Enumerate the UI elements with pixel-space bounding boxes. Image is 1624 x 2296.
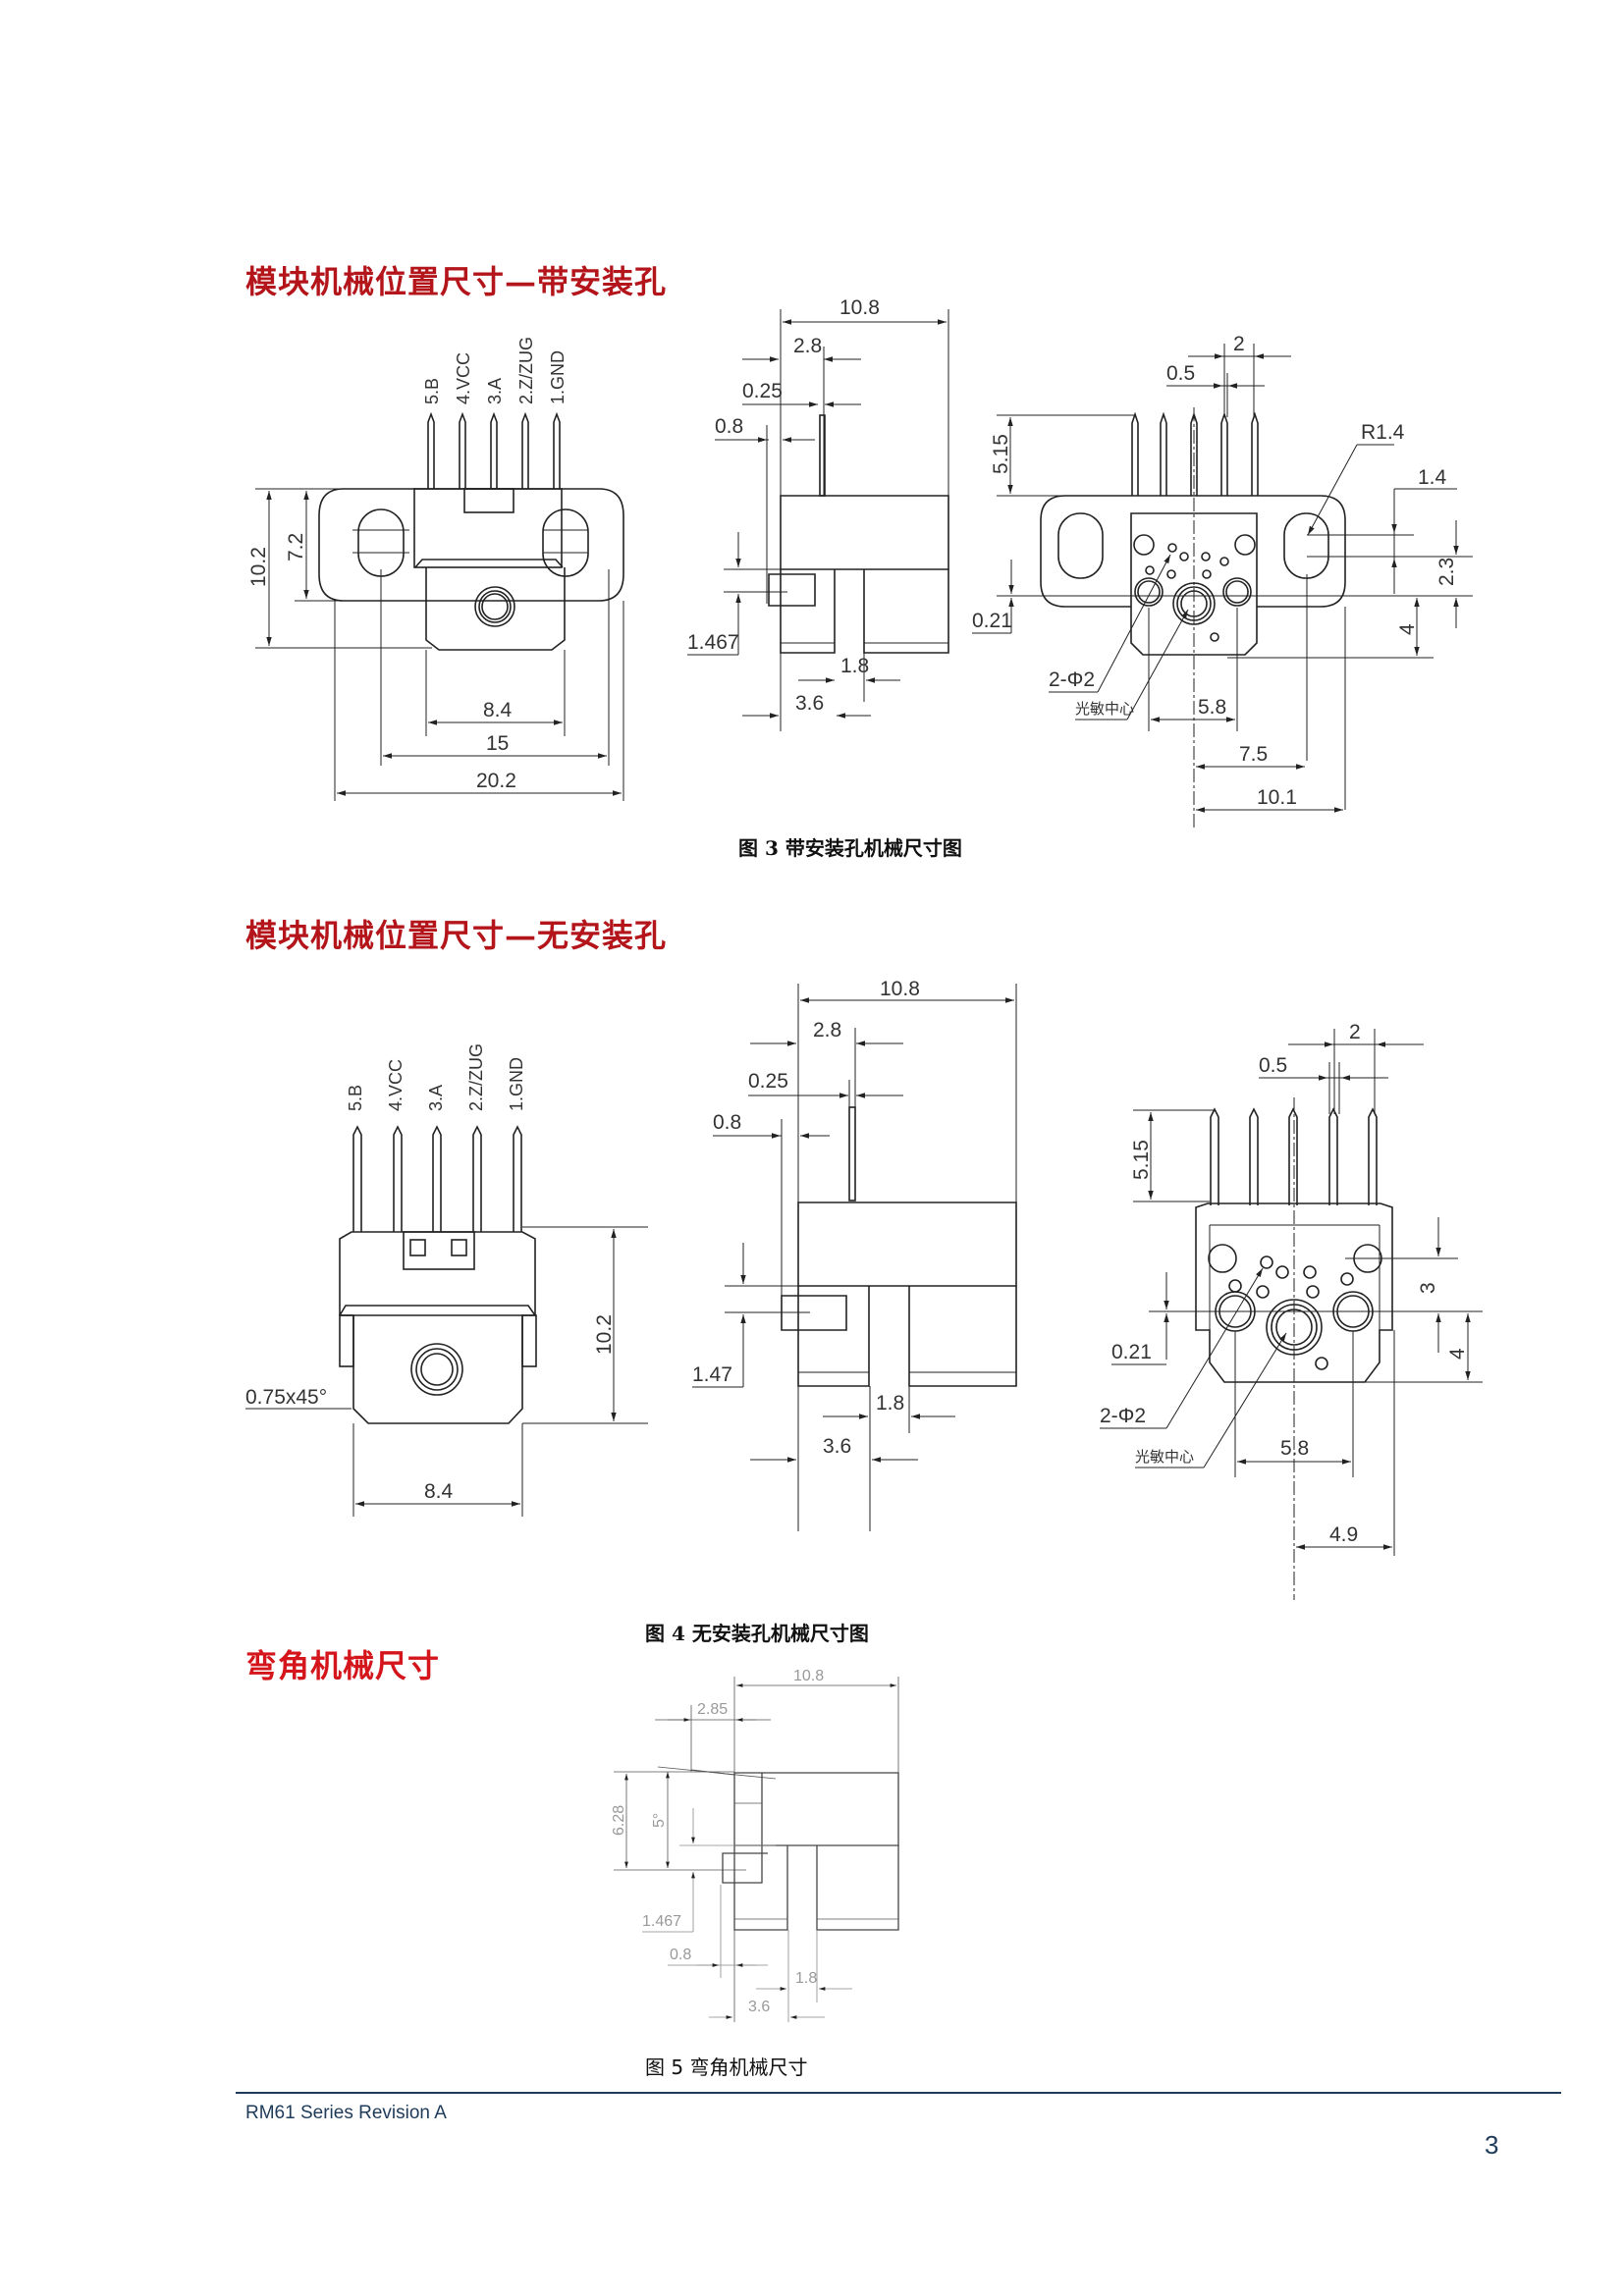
dim-back-5-15: 5.15	[1130, 1140, 1153, 1180]
dim-bend-3-6: 3.6	[748, 1999, 770, 2015]
dim-bend-1-467: 1.467	[642, 1913, 681, 1930]
dim-back-holes-2-phi-2: 2-Φ2	[1100, 1405, 1146, 1427]
fig3-back-view: 2 0.5 5.15 1.4 2.3 4 R1.4 0.21 2-Φ2 光	[972, 333, 1473, 829]
pin-labels: 5.B 4.VCC 3.A 2.Z/ZUG 1.GND	[422, 337, 568, 404]
dim-side-3-6: 3.6	[823, 1435, 851, 1458]
pin-label-1: 1.GND	[548, 350, 568, 404]
dim-side-1-47: 1.47	[692, 1363, 732, 1386]
fig3-front-view: 5.B 4.VCC 3.A 2.Z/ZUG 1.GND 10.2 7.2 8.4…	[247, 337, 624, 801]
fig3-side-view: 10.8 2.8 0.25 0.8 1.467 1.8 3.6	[687, 296, 949, 731]
dim-side-10-8: 10.8	[880, 978, 920, 1000]
figure-5-caption: 图 5 弯角机械尺寸	[645, 2056, 808, 2079]
dim-back-0-21: 0.21	[972, 610, 1012, 632]
dim-bend-angle-5deg: 5°	[651, 1813, 668, 1828]
dim-back-4-9: 4.9	[1329, 1523, 1358, 1546]
section-heading-with-mounting-holes: 模块机械位置尺寸—带安装孔	[245, 263, 668, 300]
dim-bend-1-8: 1.8	[795, 1970, 817, 1987]
back-pins	[1210, 1107, 1378, 1205]
dim-width-15: 15	[486, 732, 509, 755]
fig4-back-view: 2 0.5 5.15 3 4 0.21 2-Φ2 光敏中心 5.8 4.9	[1100, 1021, 1483, 1600]
dim-height-10-2: 10.2	[247, 547, 270, 587]
dim-bend-6-28: 6.28	[611, 1805, 627, 1836]
section-heading-without-mounting-holes: 模块机械位置尺寸—无安装孔	[245, 917, 668, 954]
dim-back-10-1: 10.1	[1257, 786, 1297, 809]
fig5-right-angle-view: 10.8 2.85 6.28 5° 1.467 0.8 1.8 3.6	[611, 1668, 899, 2022]
dim-height-10-2: 10.2	[593, 1314, 616, 1355]
dim-side-0-8: 0.8	[713, 1111, 741, 1134]
dim-side-10-8: 10.8	[839, 296, 880, 319]
dim-width-20-2: 20.2	[476, 770, 516, 792]
dim-back-radius-r1-4: R1.4	[1361, 421, 1405, 444]
dim-back-0-21: 0.21	[1111, 1341, 1152, 1363]
dim-back-4: 4	[1446, 1348, 1469, 1360]
pins	[352, 1125, 522, 1232]
pin-label-1: 1.GND	[507, 1057, 526, 1111]
pin-label-4: 4.VCC	[386, 1059, 406, 1111]
dim-back-7-5: 7.5	[1239, 743, 1268, 766]
section-heading-right-angle: 弯角机械尺寸	[245, 1647, 441, 1684]
footer-document-title: RM61 Series Revision A	[245, 2103, 447, 2123]
fig4-side-view: 10.8 2.8 0.25 0.8 1.47 1.8 3.6	[692, 978, 1017, 1531]
dim-width-8-4: 8.4	[483, 699, 513, 721]
dim-back-5-8: 5.8	[1198, 696, 1226, 719]
footer-divider	[236, 2092, 1561, 2094]
back-pins	[1131, 411, 1259, 496]
page-number: 3	[1485, 2130, 1499, 2160]
dim-back-pin-0-5: 0.5	[1259, 1054, 1287, 1077]
dim-side-1-8: 1.8	[840, 655, 869, 677]
dim-side-0-8: 0.8	[715, 415, 743, 438]
dim-side-2-8: 2.8	[793, 335, 822, 357]
dim-back-holes-2-phi-2: 2-Φ2	[1049, 668, 1095, 691]
pin-label-2: 2.Z/ZUG	[516, 337, 536, 404]
dim-bend-0-8: 0.8	[670, 1947, 691, 1963]
dim-back-5-8: 5.8	[1280, 1437, 1309, 1460]
pin-label-2: 2.Z/ZUG	[466, 1043, 486, 1111]
pins	[427, 411, 561, 489]
figure-4-caption: 图 4 无安装孔机械尺寸图	[645, 1622, 869, 1645]
dim-back-pitch-2: 2	[1349, 1021, 1361, 1043]
pin-label-5: 5.B	[422, 378, 442, 404]
pin-label-5: 5.B	[346, 1085, 365, 1111]
pin-label-3: 3.A	[485, 378, 505, 404]
dim-back-5-15: 5.15	[990, 434, 1012, 474]
dim-width-8-4: 8.4	[424, 1480, 454, 1503]
dim-side-0-25: 0.25	[748, 1070, 788, 1093]
label-sensor-center: 光敏中心	[1075, 701, 1134, 718]
dim-back-pitch-2: 2	[1233, 333, 1245, 355]
dim-back-3: 3	[1417, 1282, 1439, 1294]
dim-side-1-8: 1.8	[876, 1392, 904, 1415]
label-sensor-center: 光敏中心	[1135, 1449, 1194, 1466]
dim-back-4: 4	[1396, 623, 1419, 635]
dim-side-2-8: 2.8	[813, 1019, 841, 1041]
dim-side-1-467: 1.467	[687, 631, 739, 654]
dim-back-pin-0-5: 0.5	[1166, 362, 1195, 385]
dim-bend-10-8: 10.8	[793, 1668, 824, 1684]
dim-side-0-25: 0.25	[742, 380, 783, 402]
figure-3-caption: 图 3 带安装孔机械尺寸图	[738, 836, 962, 860]
dim-chamfer: 0.75x45°	[245, 1386, 327, 1409]
dim-back-2-3: 2.3	[1435, 558, 1458, 586]
pin-label-4: 4.VCC	[454, 352, 473, 404]
pin-label-3: 3.A	[426, 1085, 446, 1111]
dim-height-7-2: 7.2	[285, 533, 307, 561]
fig4-front-view: 5.B 4.VCC 3.A 2.Z/ZUG 1.GND 10.2 0.75x45…	[245, 1043, 648, 1517]
dim-back-1-4: 1.4	[1418, 466, 1447, 489]
dim-side-3-6: 3.6	[795, 692, 824, 715]
dim-bend-2-85: 2.85	[697, 1701, 728, 1718]
